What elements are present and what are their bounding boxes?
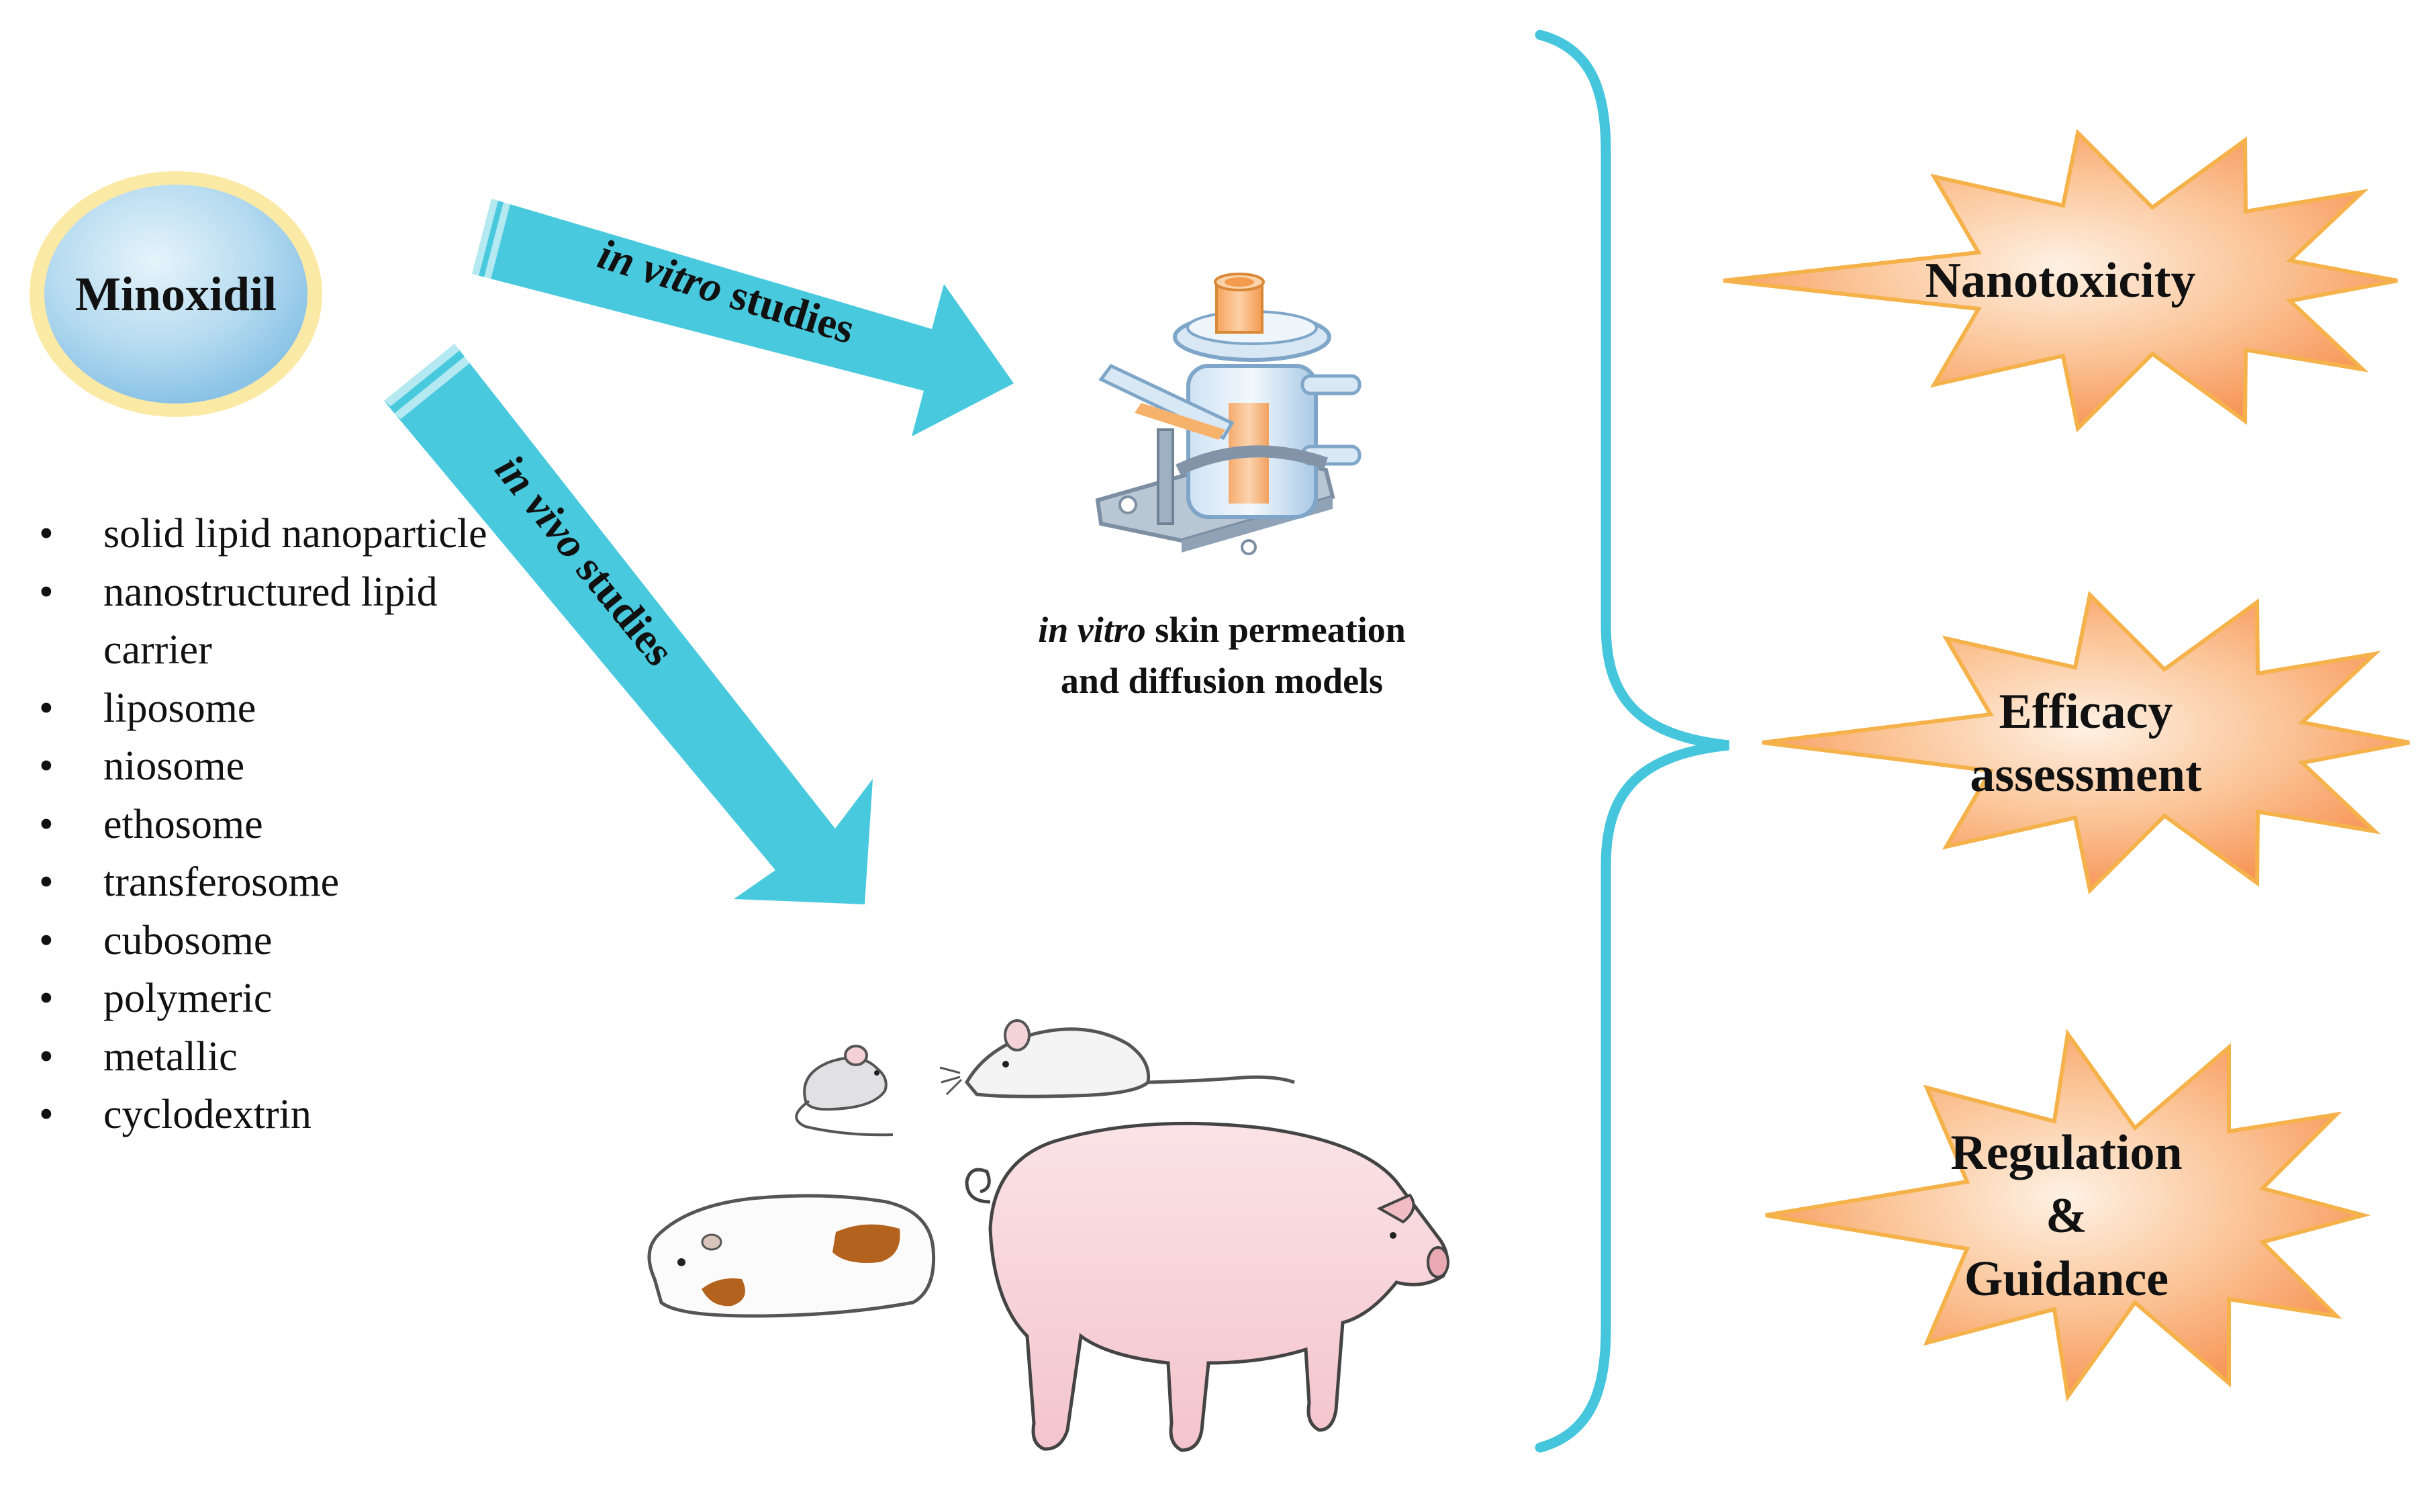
franz-diffusion-cell-illustration (1095, 273, 1362, 555)
minoxidil-label: Minoxidil (75, 267, 277, 321)
formulation-list: solid lipid nanoparticle nanostructured … (34, 505, 517, 1144)
efficacy-assessment-label: Efficacy assessment (1884, 680, 2287, 806)
curly-brace (1535, 30, 1729, 1453)
regulation-label-line1: Regulation (1950, 1125, 2183, 1180)
list-item: niosome (34, 737, 517, 796)
in-vitro-caption-line2: and diffusion models (1060, 661, 1384, 701)
list-item: transferosome (34, 853, 517, 912)
list-item: polymeric (34, 970, 517, 1028)
nanotoxicity-label: Nanotoxicity (1925, 253, 2196, 308)
list-item: liposome (34, 679, 517, 738)
regulation-guidance-burst (1765, 1029, 2371, 1402)
list-item: cubosome (34, 912, 517, 970)
in-vivo-arrow (384, 344, 873, 904)
guinea-pig-illustration (647, 1194, 936, 1318)
regulation-guidance-label: Regulation & Guidance (1865, 1121, 2268, 1311)
rat-illustration (939, 1019, 1295, 1098)
mouse-illustration (795, 1045, 894, 1137)
minoxidil-node (30, 171, 322, 417)
list-item: cyclodextrin (34, 1086, 517, 1144)
in-vitro-arrow (472, 199, 1014, 436)
list-item: solid lipid nanoparticle (34, 505, 517, 563)
in-vitro-caption-line1: in vitro skin permeation (1038, 610, 1406, 650)
list-item: nanostructured lipid carrier (34, 563, 517, 679)
efficacy-assessment-burst (1762, 590, 2410, 895)
in-vitro-caption: in vitro skin permeation and diffusion m… (953, 604, 1490, 706)
pig-illustration (965, 1121, 1449, 1452)
regulation-label-line3: Guidance (1964, 1251, 2169, 1307)
list-item: ethosome (34, 796, 517, 854)
nanotoxicity-burst (1723, 128, 2398, 433)
list-item: metallic (34, 1028, 517, 1086)
regulation-label-line2: & (2046, 1188, 2087, 1243)
efficacy-label-line2: assessment (1970, 747, 2202, 802)
efficacy-label-line1: Efficacy (1999, 684, 2173, 739)
